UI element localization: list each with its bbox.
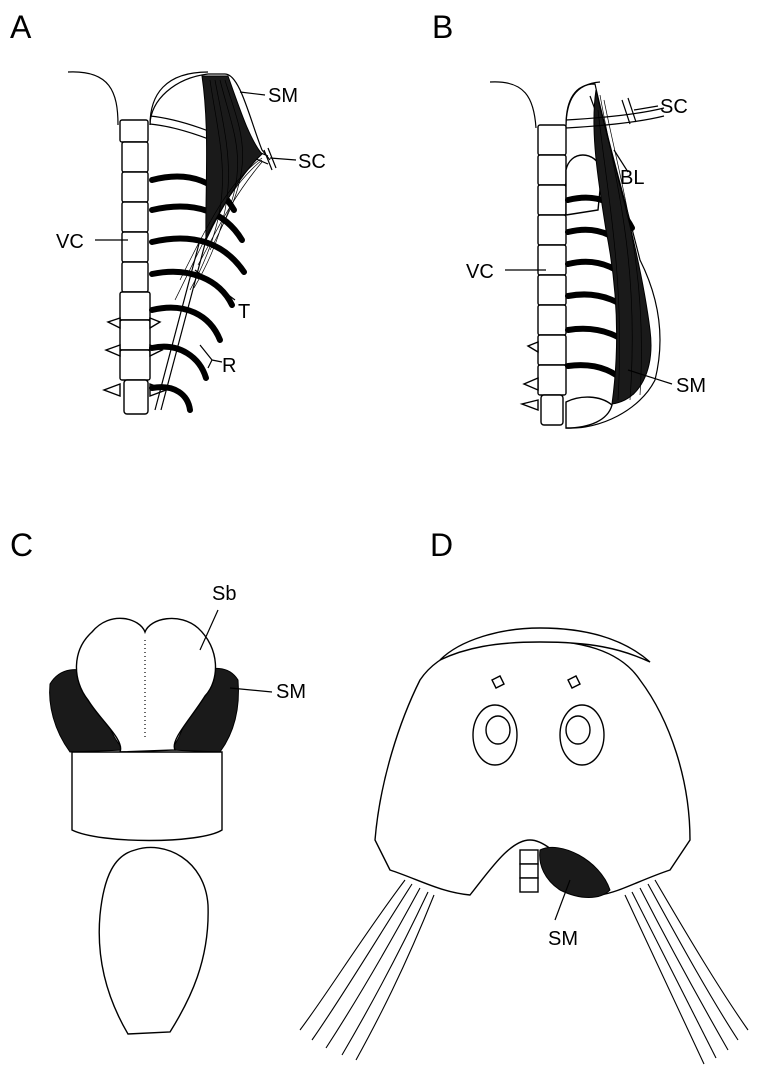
panel-a-letter: A <box>10 9 32 45</box>
panel-a: A <box>10 9 326 414</box>
panel-a-r-leader <box>200 345 222 368</box>
panel-c-sb-label: Sb <box>212 583 236 605</box>
panel-c-lower-shield <box>99 847 208 1034</box>
panel-b-sc-label: SC <box>660 96 688 118</box>
panel-a-sc-leader <box>270 158 296 160</box>
panel-b-band-upper <box>566 108 664 120</box>
panel-b-serratus-muscle <box>594 90 651 404</box>
panel-d-right-fin <box>625 880 748 1064</box>
panel-a-sc-cut <box>264 148 276 170</box>
panel-a-sc-label: SC <box>298 151 326 173</box>
panel-d: D <box>300 527 748 1064</box>
panel-c-letter: C <box>10 527 33 563</box>
panel-b-sm-label: SM <box>676 375 706 397</box>
panel-b-lower-plate <box>566 397 612 428</box>
panel-b: B <box>432 9 706 428</box>
panel-a-vc-label: VC <box>56 231 84 253</box>
panel-d-left-fin <box>300 880 434 1060</box>
panel-a-t-leader <box>195 270 235 300</box>
panel-a-tendon-1 <box>155 240 200 410</box>
panel-a-r-label: R <box>222 355 236 377</box>
panel-b-band-lower <box>566 116 664 128</box>
panel-b-bl-label: BL <box>620 167 644 189</box>
panel-b-vertebral-column <box>490 82 600 425</box>
panel-c: C Sb SM <box>10 527 306 1034</box>
panel-b-sc-cut <box>622 98 636 124</box>
panel-d-left-eye <box>473 705 517 765</box>
panel-a-sm-leader <box>240 92 265 95</box>
panel-d-letter: D <box>430 527 453 563</box>
panel-d-vertebrae <box>520 850 538 892</box>
panel-a-sm-label: SM <box>268 85 298 107</box>
panel-d-right-eye <box>560 705 604 765</box>
panel-a-t-label: T <box>238 301 250 323</box>
panel-b-sc-leader <box>634 106 658 110</box>
panel-c-second-plate <box>72 752 222 841</box>
panel-d-sm-label: SM <box>548 928 578 950</box>
panel-a-serratus-muscle <box>175 76 262 300</box>
panel-c-sm-label: SM <box>276 681 306 703</box>
panel-a-tendon-2 <box>161 240 206 410</box>
panel-b-vc-label: VC <box>466 261 494 283</box>
panel-b-letter: B <box>432 9 453 45</box>
